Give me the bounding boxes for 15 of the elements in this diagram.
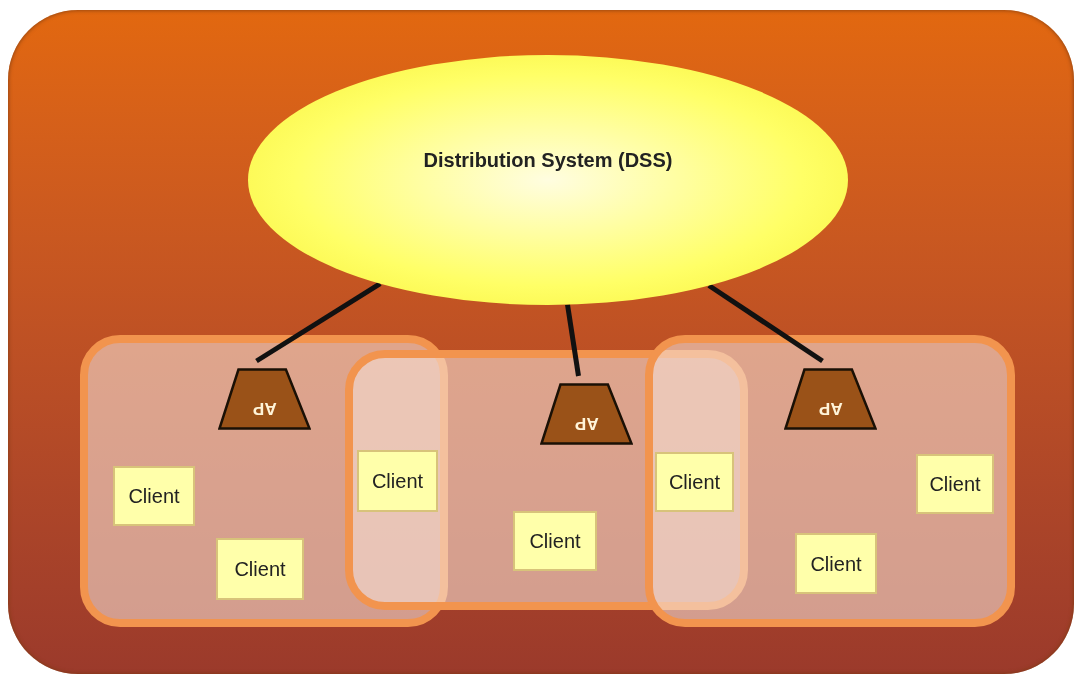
client-box: Client [655, 452, 734, 512]
network-background [8, 10, 1074, 674]
client-box: Client [916, 454, 994, 514]
ap-label: AP [252, 397, 277, 420]
ap-label: AP [574, 412, 599, 435]
client-box: Client [216, 538, 304, 600]
ap-label: AP [818, 397, 843, 420]
system-label: Distribution System (DSS) [423, 148, 673, 173]
client-box: Client [795, 533, 877, 594]
connector-line [707, 283, 824, 364]
connector-line [255, 281, 382, 364]
client-box: Client [113, 466, 195, 526]
coverage-area [645, 335, 1015, 627]
client-box: Client [357, 450, 438, 512]
client-box: Client [513, 511, 597, 571]
